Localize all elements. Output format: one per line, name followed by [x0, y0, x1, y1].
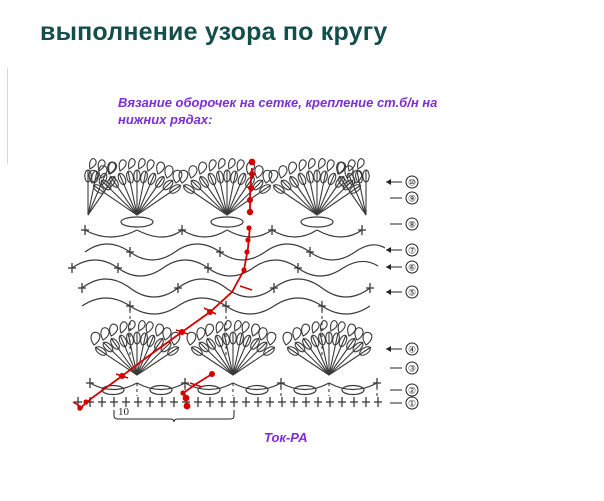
row-marker-3: ③ — [390, 361, 419, 375]
svg-text:⑩: ⑩ — [408, 178, 416, 188]
row-marker-8b: ⑧ — [390, 217, 419, 231]
row-marker-7: ⑦ — [386, 243, 419, 257]
svg-text:⑤: ⑤ — [408, 288, 416, 298]
svg-text:⑦: ⑦ — [408, 246, 416, 256]
author-signature: Ток-РА — [264, 430, 308, 445]
join-guide-lines — [129, 285, 323, 358]
page-title: выполнение узора по кругу — [40, 18, 388, 46]
row-marker-9: ⑨ — [390, 191, 419, 205]
left-edge-rule — [7, 68, 8, 164]
row-marker-5: ⑤ — [386, 285, 419, 299]
svg-text:⑥: ⑥ — [408, 263, 416, 273]
svg-text:④: ④ — [408, 345, 416, 355]
row-marker-10: ⑩ — [386, 175, 419, 189]
mesh-rows — [67, 243, 386, 315]
svg-text:③: ③ — [408, 364, 416, 374]
subtitle-text: Вязание оборочек на сетке, крепление ст.… — [118, 95, 438, 127]
row-markers: ⑩ ⑨ ⑧ — [386, 175, 419, 410]
repeat-bracket — [113, 410, 235, 423]
svg-text:⑨: ⑨ — [408, 194, 416, 204]
svg-text:②: ② — [408, 386, 416, 396]
fan-row-bottom — [73, 320, 383, 408]
row-marker-1: ① — [390, 396, 419, 410]
fan-row-top — [80, 158, 370, 238]
repeat-count-label: 10 — [118, 406, 129, 418]
row-marker-4: ④ — [386, 342, 419, 356]
chart-stitches: ⑩ ⑨ ⑧ — [67, 158, 419, 423]
svg-text:⑧: ⑧ — [408, 220, 416, 230]
working-direction-path — [72, 158, 256, 411]
crochet-chart-container: ⑩ ⑨ ⑧ — [0, 140, 604, 430]
row-marker-6: ⑥ — [386, 260, 419, 274]
svg-text:①: ① — [408, 399, 416, 409]
crochet-stitch-chart: ⑩ ⑨ ⑧ — [67, 158, 419, 423]
row-marker-2: ② — [390, 383, 419, 397]
